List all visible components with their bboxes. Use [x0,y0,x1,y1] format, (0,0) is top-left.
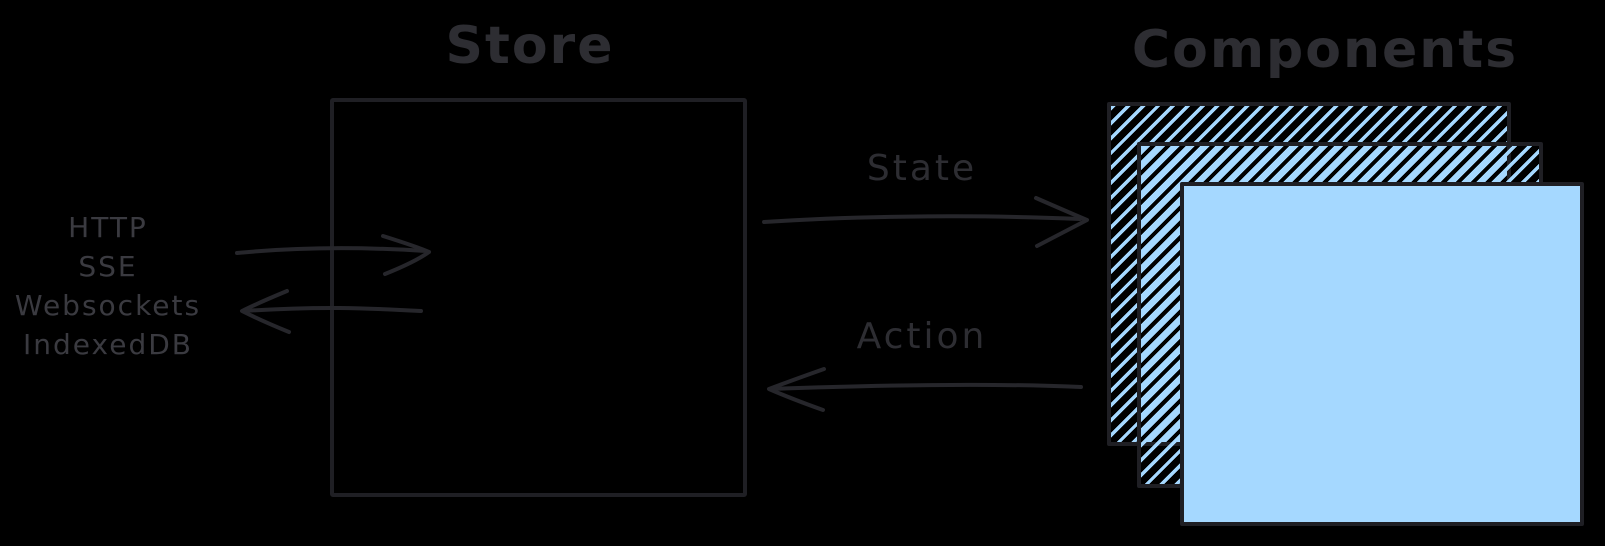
state-flow-label: State [866,148,978,189]
transport-item-indexeddb: IndexedDB [22,328,193,361]
store-title: Store [445,16,615,76]
transport-list: HTTP SSE Websockets IndexedDB [15,208,201,364]
transport-item-http: HTTP [68,211,148,244]
action-flow-label: Action [856,316,988,357]
transport-item-websockets: Websockets [14,289,202,322]
transport-item-sse: SSE [78,250,138,283]
state-arrow [762,196,1089,248]
store-box [330,98,747,497]
action-arrow [767,367,1083,412]
components-title: Components [1131,20,1519,80]
component-layer-front [1180,182,1584,526]
